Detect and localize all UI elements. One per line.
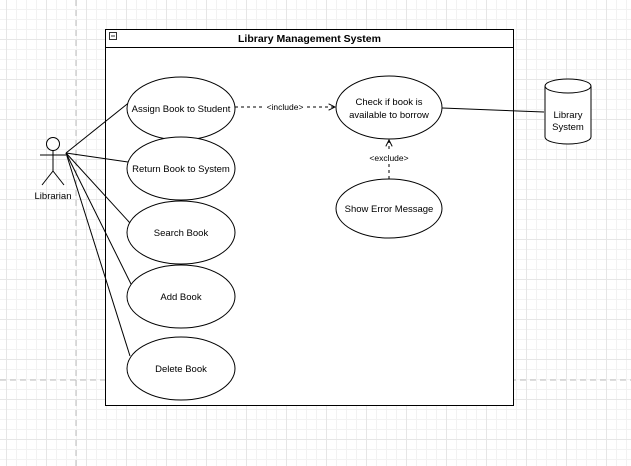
use-case-label: Return Book to System <box>132 164 230 175</box>
assoc-search[interactable] <box>65 152 131 224</box>
include-label: <include> <box>267 102 304 112</box>
use-case-delete-book[interactable]: Delete Book <box>126 336 236 401</box>
associations <box>65 100 545 357</box>
use-case-label: Assign Book to Student <box>132 104 231 115</box>
external-system-cylinder[interactable]: Library System <box>544 78 592 145</box>
actor-librarian[interactable]: Librarian <box>35 137 72 203</box>
use-case-label: Show Error Message <box>345 204 434 215</box>
include-relation[interactable]: <include> <box>235 101 335 113</box>
assoc-external[interactable] <box>441 107 545 113</box>
assoc-add[interactable] <box>65 152 132 285</box>
actor-head <box>46 137 60 151</box>
exclude-relation[interactable]: <exclude> <box>368 140 410 179</box>
use-case-search-book[interactable]: Search Book <box>126 200 236 265</box>
exclude-label: <exclude> <box>369 153 408 163</box>
use-case-show-error[interactable]: Show Error Message <box>335 178 443 239</box>
use-case-label: Add Book <box>160 292 201 303</box>
actor-label: Librarian <box>35 191 72 202</box>
use-case-check-availability[interactable]: Check if book is available to borrow <box>335 75 443 140</box>
system-title: Library Management System <box>238 33 381 45</box>
use-case-assign-book[interactable]: Assign Book to Student <box>126 76 236 141</box>
external-system-label-line1: Library <box>553 110 582 121</box>
external-system-label-line2: System <box>552 122 584 133</box>
use-case-add-book[interactable]: Add Book <box>126 264 236 329</box>
assoc-return[interactable] <box>65 152 129 163</box>
assoc-assign[interactable] <box>65 100 132 154</box>
use-case-label: Search Book <box>154 228 209 239</box>
use-case-label-line1: Check if book is <box>355 97 422 108</box>
use-case-return-book[interactable]: Return Book to System <box>126 136 236 201</box>
use-case-label: Delete Book <box>155 364 207 375</box>
use-case-label-line2: available to borrow <box>349 110 429 121</box>
collapse-icon[interactable] <box>109 32 117 40</box>
assoc-delete[interactable] <box>65 152 131 357</box>
